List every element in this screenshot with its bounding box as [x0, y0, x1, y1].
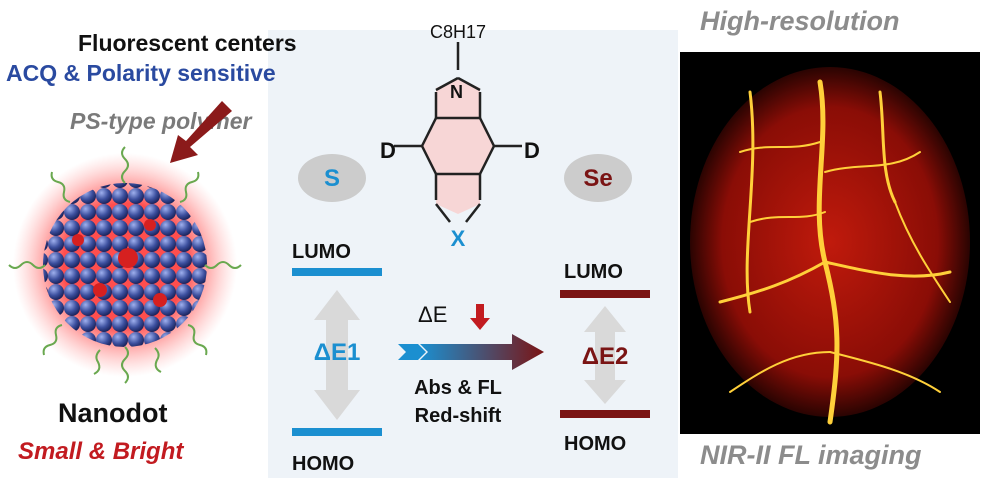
high-resolution-label: High-resolution — [700, 6, 900, 36]
fluorescent-center — [72, 234, 84, 246]
small-bright-label: Small & Bright — [18, 438, 184, 465]
gap-arrow-right — [584, 306, 626, 404]
gap-arrow-left — [314, 290, 360, 420]
fluorescent-center — [144, 219, 156, 231]
nanodot-illustration — [8, 146, 242, 384]
x-atom-label: X — [451, 226, 466, 251]
decrease-arrow-icon — [470, 304, 490, 330]
energy-level-diagram: C8H17 N D D X S Se LUMO HOMO ΔE1 LUMO HO… — [292, 22, 650, 475]
homo-right-label: HOMO — [564, 433, 626, 455]
delta-e1-label: ΔE1 — [314, 339, 361, 366]
n-atom-label: N — [450, 82, 463, 102]
nanodot-label: Nanodot — [58, 398, 168, 428]
abs-fl-label: Abs & FL — [414, 377, 502, 399]
homo-right-level — [560, 410, 650, 418]
selenium-oval — [564, 154, 632, 202]
fluorescent-center — [153, 293, 167, 307]
fluorescent-center — [118, 248, 138, 268]
sulfur-label: S — [324, 165, 340, 192]
sulfur-oval — [298, 154, 366, 202]
fluorescent-center — [93, 283, 107, 297]
delta-e2-label: ΔE2 — [582, 343, 629, 370]
lumo-left-level — [292, 268, 382, 276]
brain-region — [690, 67, 970, 417]
nir-ii-caption: NIR-II FL imaging — [700, 440, 922, 470]
donor-right-label: D — [524, 138, 540, 163]
lumo-right-level — [560, 290, 650, 298]
homo-left-level — [292, 428, 382, 436]
blood-vessels — [718, 79, 952, 425]
lumo-right-label: LUMO — [564, 261, 623, 283]
pointer-arrow — [170, 101, 232, 163]
red-shift-arrow — [420, 334, 544, 370]
delta-e-label: ΔE — [418, 302, 447, 327]
molecule-structure — [394, 42, 522, 223]
selenium-label: Se — [583, 165, 612, 192]
donor-left-label: D — [380, 138, 396, 163]
alkyl-chain-label: C8H17 — [430, 22, 486, 42]
nir-ii-image — [680, 52, 980, 434]
fluorescent-centers-label: Fluorescent centers — [78, 30, 297, 56]
lumo-left-label: LUMO — [292, 241, 351, 263]
homo-left-label: HOMO — [292, 453, 354, 475]
vasculature-image — [680, 52, 980, 434]
acq-polarity-label: ACQ & Polarity sensitive — [6, 60, 276, 86]
polymer-chains — [8, 146, 242, 384]
red-shift-label: Red-shift — [415, 405, 502, 427]
chevron-icon — [398, 344, 426, 360]
